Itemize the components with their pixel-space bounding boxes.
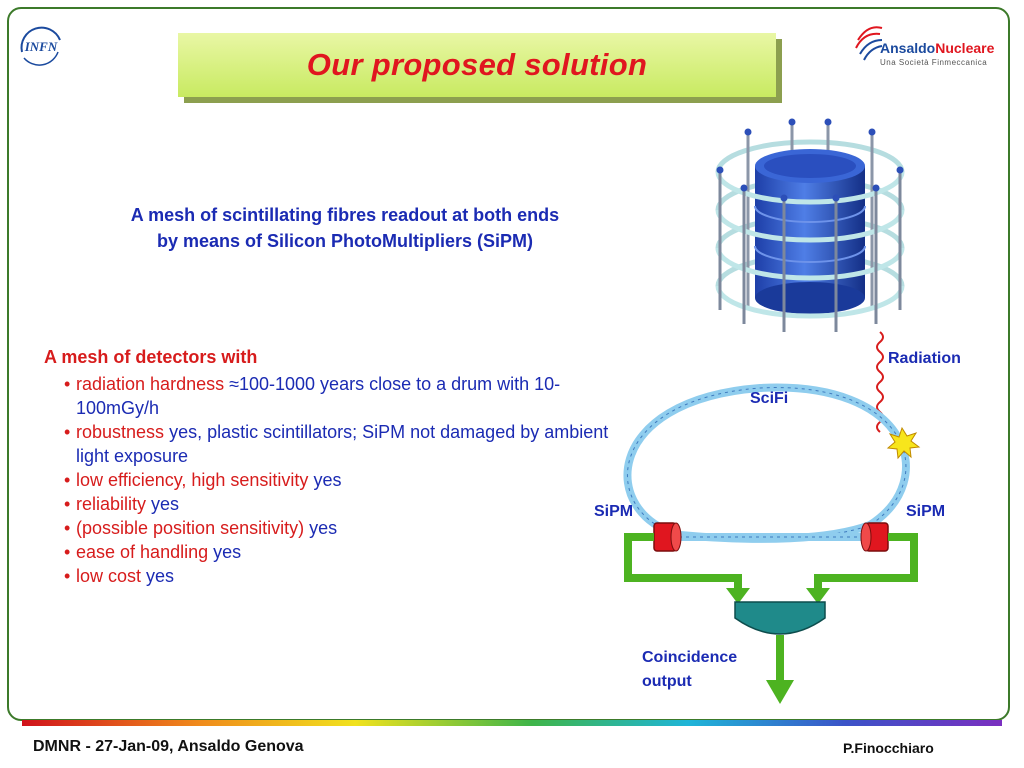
mesh-heading: A mesh of detectors with (44, 347, 258, 367)
infn-logo: INFN (20, 26, 61, 66)
list-item: reliability yes (64, 492, 624, 516)
footer-event: DMNR - 27-Jan-09, Ansaldo Genova (33, 738, 304, 755)
feature-value: yes (141, 566, 175, 586)
feature-value: yes, plastic scintillators; SiPM not dam… (76, 422, 609, 466)
ansaldo-logo-name: AnsaldoNucleare (880, 40, 994, 56)
footer-author: P.Finocchiaro (843, 740, 934, 756)
sipm-right-label: SiPM (906, 503, 945, 520)
feature-value: yes (304, 518, 338, 538)
arrow-down-icon (806, 588, 830, 604)
detection-scheme-diagram: Radiation SciFi SiPM SiPM Coincidence ou… (594, 331, 961, 704)
feature-value: ≈100-1000 years close to a drum with 10-… (76, 374, 561, 418)
coincidence-label-line1: Coincidence (642, 649, 737, 666)
signal-path-left (624, 533, 742, 592)
feature-name: ease of handling (76, 542, 209, 562)
hit-star-icon (886, 426, 921, 460)
coincidence-label-line2: output (642, 673, 692, 690)
arrow-down-icon (726, 588, 750, 604)
arrow-down-icon (766, 680, 794, 704)
radiation-label: Radiation (888, 350, 961, 367)
list-item: low cost yes (64, 564, 624, 588)
rainbow-divider (22, 720, 1002, 726)
ansaldo-name-part1: Ansaldo (880, 40, 936, 56)
drum-mesh-illustration (715, 118, 905, 332)
infn-logo-text: INFN (24, 39, 58, 54)
signal-path-right (814, 533, 918, 592)
scifi-fibre-loop (623, 383, 910, 543)
ansaldo-name-part2: Nucleare (935, 40, 995, 56)
intro-text: A mesh of scintillating fibres readout a… (40, 202, 650, 254)
intro-line-2: by means of Silicon PhotoMultipliers (Si… (156, 231, 534, 251)
intro-line-1: A mesh of scintillating fibres readout a… (130, 205, 560, 225)
slide-title: Our proposed solution (306, 47, 648, 82)
feature-value: yes (208, 542, 242, 562)
feature-name: radiation hardness (76, 374, 225, 394)
ansaldo-swirl-icon (855, 26, 883, 61)
feature-list: radiation hardness ≈100-1000 years close… (64, 372, 624, 588)
title-banner: Our proposed solution (178, 33, 776, 97)
scifi-label: SciFi (750, 390, 788, 407)
list-item: low efficiency, high sensitivity yes (64, 468, 624, 492)
feature-name: (possible position sensitivity) (76, 518, 305, 538)
sipm-left-label: SiPM (594, 503, 633, 520)
sipm-left-icon (653, 522, 682, 552)
feature-value: yes (146, 494, 180, 514)
feature-name: reliability (76, 494, 147, 514)
feature-name: robustness (76, 422, 165, 442)
list-item: robustness yes, plastic scintillators; S… (64, 420, 624, 468)
coincidence-gate-icon (734, 601, 826, 635)
list-item: ease of handling yes (64, 540, 624, 564)
ansaldo-tagline: Una Società Finmeccanica (880, 58, 988, 67)
feature-value: yes (308, 470, 342, 490)
feature-name: low efficiency, high sensitivity (76, 470, 309, 490)
list-item: radiation hardness ≈100-1000 years close… (64, 372, 624, 420)
feature-name: low cost (76, 566, 142, 586)
list-item: (possible position sensitivity) yes (64, 516, 624, 540)
sipm-right-icon (860, 522, 889, 552)
